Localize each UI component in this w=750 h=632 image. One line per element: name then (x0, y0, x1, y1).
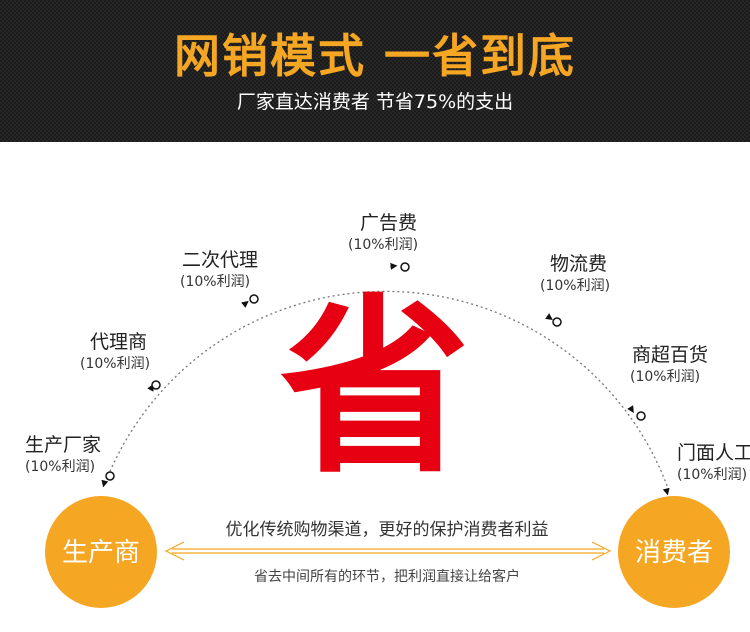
node-2 (151, 380, 161, 390)
stage-label-4: 广告费 (360, 212, 417, 234)
arrow-3 (241, 300, 249, 308)
arrow-5 (545, 313, 553, 320)
node-5 (552, 317, 562, 327)
consumer-circle (618, 496, 730, 608)
consumer-label: 消费者 (635, 538, 713, 568)
arrow-6 (627, 405, 634, 413)
stage-profit-2: (10%利润) (80, 356, 150, 372)
stage-label-1: 生产厂家 (25, 434, 101, 456)
stage-label-3: 二次代理 (182, 249, 258, 271)
stage-profit-5: (10%利润) (540, 278, 610, 294)
producer-circle (45, 496, 157, 608)
middle-slogan: 优化传统购物渠道，更好的保护消费者利益 (226, 520, 549, 540)
stage-label-7: 门面人工 (677, 442, 750, 464)
page-subtitle: 厂家直达消费者 节省75%的支出 (236, 91, 514, 113)
stage-nodes (105, 262, 646, 481)
stage-profit-1: (10%利润) (25, 459, 95, 475)
savings-diagram: 生产厂家 (10%利润) 代理商 (10%利润) 二次代理 (10%利润) 广告… (25, 212, 750, 608)
page-title: 网销模式 一省到底 (173, 29, 576, 83)
arrow-2 (147, 383, 154, 392)
bottom-slogan: 省去中间所有的环节，把利润直接让给客户 (254, 568, 520, 585)
stage-profit-3: (10%利润) (180, 274, 250, 290)
producer-label: 生产商 (62, 538, 140, 568)
flow-arc (107, 290, 670, 492)
arrow-4 (390, 262, 398, 270)
node-3 (249, 294, 259, 304)
stage-label-5: 物流费 (550, 253, 607, 275)
node-4 (400, 262, 410, 272)
header-banner: 网销模式 一省到底 厂家直达消费者 节省75%的支出 (0, 0, 750, 142)
save-character: 省 (280, 276, 470, 499)
stage-profit-4: (10%利润) (348, 237, 418, 253)
node-6 (636, 411, 646, 421)
stage-label-6: 商超百货 (632, 344, 708, 366)
stage-profit-7: (10%利润) (677, 467, 747, 483)
stage-profit-6: (10%利润) (630, 369, 700, 385)
double-arrow (164, 541, 612, 561)
node-1 (105, 471, 115, 481)
stage-label-2: 代理商 (90, 331, 147, 353)
